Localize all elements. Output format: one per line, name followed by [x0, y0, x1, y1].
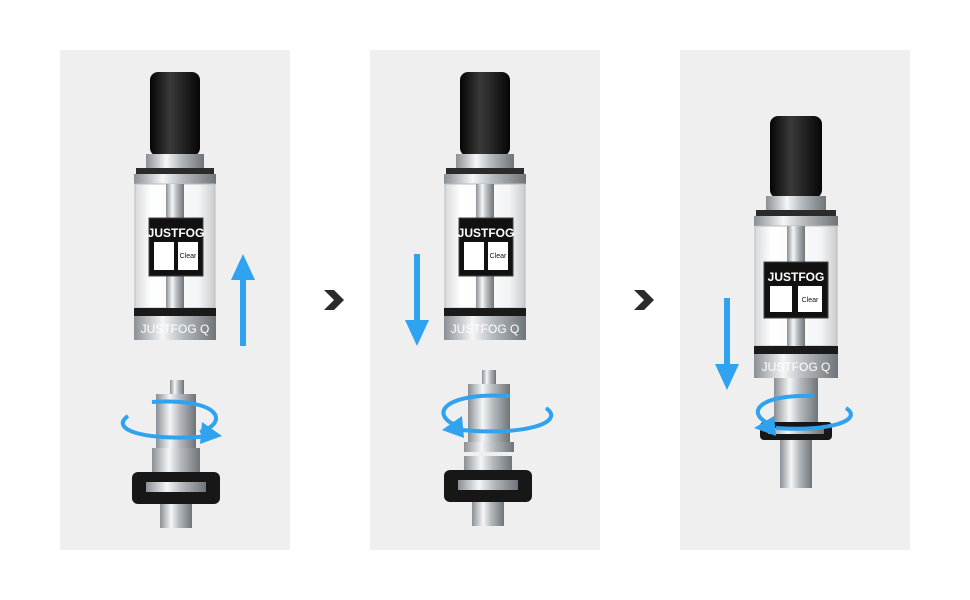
rotate-counterclockwise-icon	[441, 393, 554, 438]
top-cap	[456, 154, 514, 170]
step-1-panel: JUSTFOG Clear JUSTFOG Q	[60, 50, 290, 550]
coil-section	[774, 378, 818, 422]
atomizer-base	[444, 456, 532, 526]
rotate-counterclockwise-icon	[754, 393, 853, 436]
step-1-illustration: JUSTFOG Clear JUSTFOG Q	[120, 72, 255, 528]
ring-text: JUSTFOG Q	[762, 360, 831, 374]
top-cap	[766, 196, 826, 212]
ring-text: JUSTFOG Q	[451, 322, 520, 336]
tank-base-ring	[134, 316, 216, 340]
step-2-illustration: JUSTFOG Clear JUSTFOG Q	[405, 72, 554, 526]
drip-tip	[770, 116, 822, 198]
atomizer-base	[132, 458, 220, 528]
tank-base-ring	[444, 316, 526, 340]
ring-text: JUSTFOG Q	[141, 322, 210, 336]
step-3-illustration: JUSTFOG Clear JUSTFOG Q	[715, 116, 853, 488]
coil-head	[152, 380, 200, 458]
brand-label: JUSTFOG	[148, 226, 205, 240]
card-text: Clear	[180, 253, 197, 260]
top-cap	[146, 154, 204, 170]
step-2-panel: JUSTFOG Clear JUSTFOG Q	[370, 50, 600, 550]
card-text: Clear	[490, 253, 507, 260]
drip-tip	[460, 72, 510, 156]
chevron-right-icon	[634, 290, 654, 310]
coil-head	[464, 370, 514, 452]
brand-label: JUSTFOG	[768, 270, 825, 284]
brand-label: JUSTFOG	[458, 226, 515, 240]
connector-pin	[780, 440, 812, 488]
tank-base-ring	[754, 354, 838, 378]
card-text: Clear	[802, 297, 819, 304]
rotate-clockwise-icon	[120, 399, 222, 444]
tank-top-assembly: JUSTFOG Clear JUSTFOG Q	[134, 72, 216, 340]
drip-tip	[150, 72, 200, 156]
assembled-tank: JUSTFOG Clear JUSTFOG Q	[754, 116, 838, 488]
arrow-up-icon	[231, 254, 255, 346]
arrow-down-icon	[715, 298, 739, 390]
arrow-down-icon	[405, 254, 429, 346]
tank-top-assembly: JUSTFOG Clear JUSTFOG Q	[444, 72, 526, 340]
step-3-panel: JUSTFOG Clear JUSTFOG Q	[680, 50, 910, 550]
chevron-right-icon	[324, 290, 344, 310]
